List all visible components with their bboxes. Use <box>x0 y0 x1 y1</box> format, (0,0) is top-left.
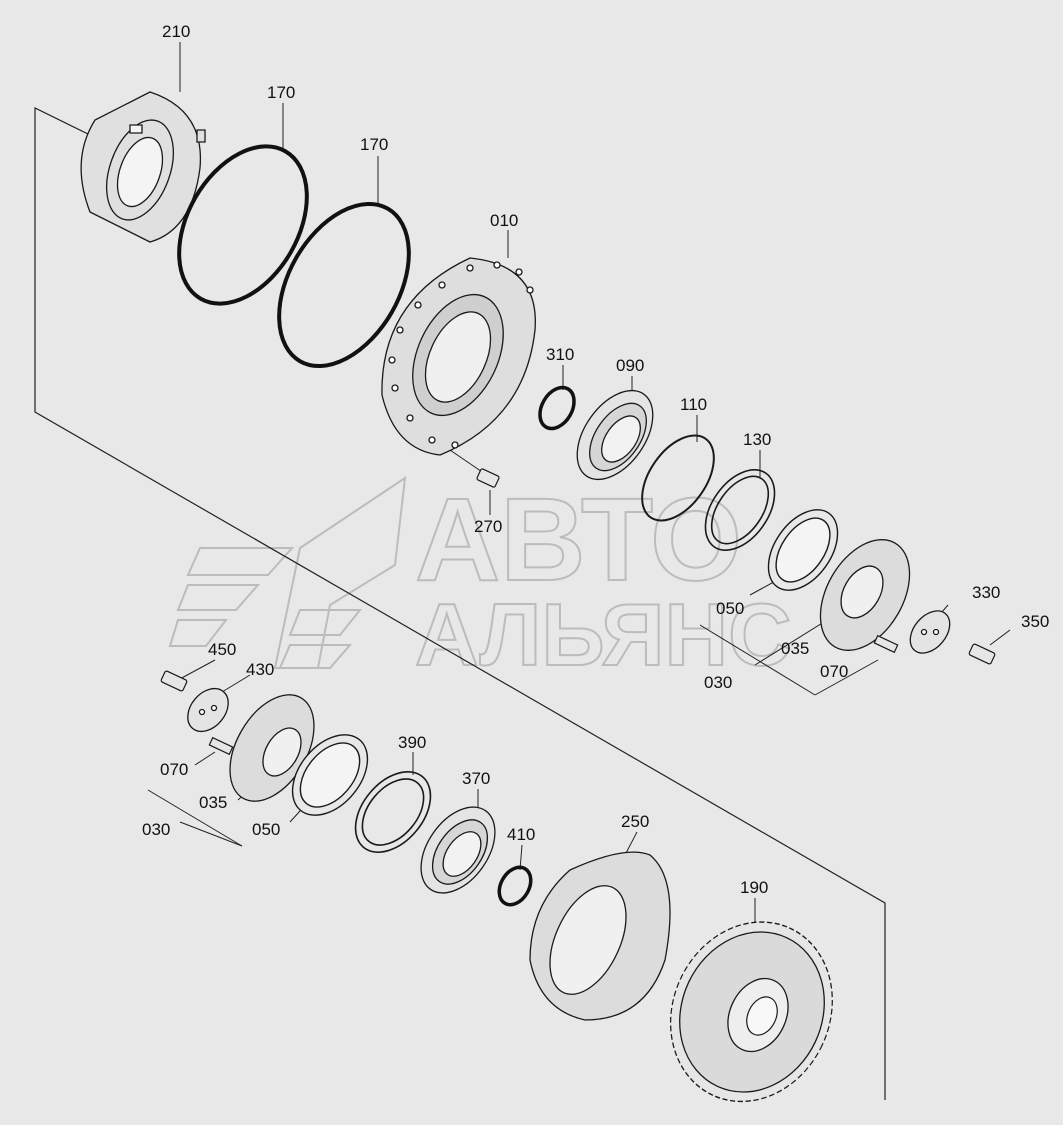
callout-010: 010 <box>490 211 518 230</box>
callout-170b: 170 <box>360 135 388 154</box>
watermark-line2: АЛЬЯНС <box>415 585 792 684</box>
part-035-flange-left <box>229 694 315 802</box>
part-130-seal <box>704 468 776 552</box>
callout-190: 190 <box>740 878 768 897</box>
callout-370: 370 <box>462 769 490 788</box>
callout-330: 330 <box>972 583 1000 602</box>
callout-labels: 210 170 170 010 310 090 110 130 270 050 … <box>142 22 1049 897</box>
watermark-line1: АВТО <box>415 474 742 606</box>
part-350-bolt <box>968 643 996 665</box>
part-110-snap-ring <box>641 434 715 522</box>
part-430-washer <box>187 687 229 733</box>
callout-450: 450 <box>208 640 236 659</box>
callout-410: 410 <box>507 825 535 844</box>
assembly-boundary <box>34 107 886 1100</box>
part-070-stud-left <box>208 736 234 756</box>
watermark-logo: АВТО АЛЬЯНС <box>168 473 793 685</box>
callout-210: 210 <box>162 22 190 41</box>
callout-070-left: 070 <box>160 760 188 779</box>
part-310-o-ring <box>538 385 576 431</box>
callout-430: 430 <box>246 660 274 679</box>
callout-050-right: 050 <box>716 599 744 618</box>
part-370-bearing <box>420 806 496 894</box>
callout-130: 130 <box>743 430 771 449</box>
part-170-o-ring-a <box>177 144 309 306</box>
part-050-seal-left <box>291 734 369 816</box>
callout-110: 110 <box>680 395 707 414</box>
callout-035-left: 035 <box>199 793 227 812</box>
callout-310: 310 <box>546 345 574 364</box>
part-170-o-ring-b <box>277 201 411 369</box>
part-270-bolt <box>476 468 500 488</box>
callout-030-left: 030 <box>142 820 170 839</box>
callout-350: 350 <box>1021 612 1049 631</box>
part-330-washer <box>909 610 951 654</box>
part-410-o-ring <box>497 865 533 907</box>
part-050-seal-right <box>767 509 839 591</box>
callout-030-right: 030 <box>704 673 732 692</box>
callout-250: 250 <box>621 812 649 831</box>
part-090-bearing <box>576 389 654 481</box>
callout-070-right: 070 <box>820 662 848 681</box>
callout-170a: 170 <box>267 83 295 102</box>
part-010-hub-housing <box>381 257 536 456</box>
part-070-stud-right <box>873 634 899 654</box>
callout-090: 090 <box>616 356 644 375</box>
callout-270: 270 <box>474 517 502 536</box>
watermark-emblem <box>168 475 407 669</box>
part-390-shim <box>354 771 432 853</box>
part-210-thrust-plate <box>81 92 205 242</box>
part-190-gear <box>670 921 833 1103</box>
callout-390: 390 <box>398 733 426 752</box>
part-035-flange-right <box>819 539 911 651</box>
callout-035-right: 035 <box>781 639 809 658</box>
part-250-cover <box>529 851 671 1021</box>
part-450-bolt <box>160 670 188 692</box>
callout-050-left: 050 <box>252 820 280 839</box>
